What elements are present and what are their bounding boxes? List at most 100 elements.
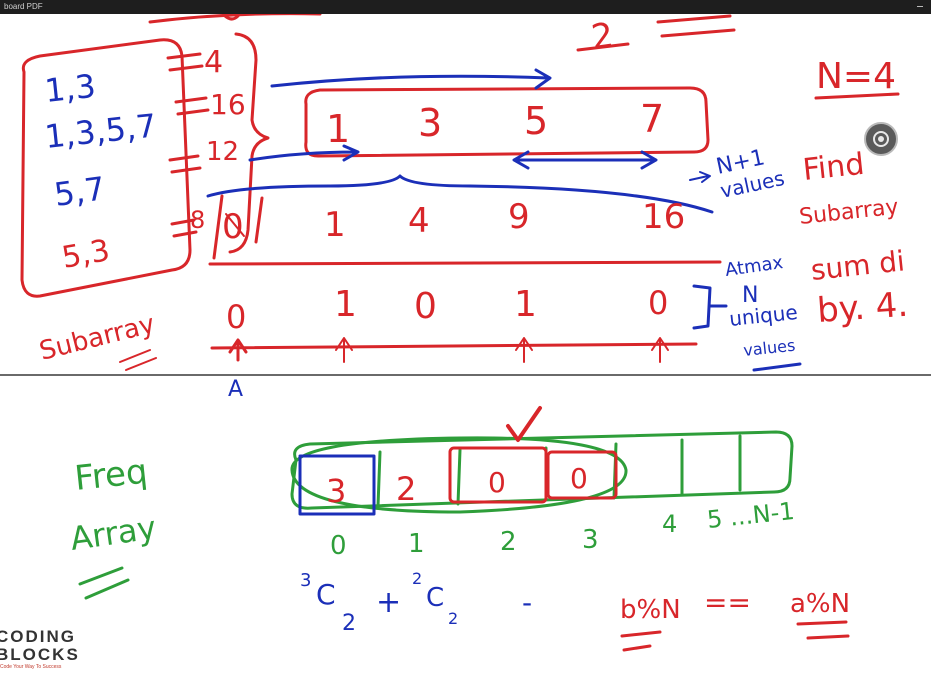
bmod-underline [620, 630, 662, 652]
underline-2 [576, 42, 630, 52]
top-stroke-2 [223, 14, 240, 21]
freq-index-3: 3 [582, 525, 599, 555]
find-by-4: by. 4. [816, 285, 909, 331]
sum-4: 4 [204, 45, 223, 80]
plus-sign: + [376, 585, 401, 620]
top-stroke [148, 14, 322, 24]
prefix-9: 9 [508, 197, 530, 237]
freq-label: Freq [73, 452, 150, 499]
subarray-2: 1,3,5,7 [43, 106, 158, 155]
prefix-4: 4 [408, 201, 430, 241]
logo-tagline: Code Your Way To Success [0, 664, 62, 670]
array-value-3: 3 [418, 101, 442, 145]
combo-1-base: C [316, 578, 336, 611]
n-underline [814, 92, 900, 100]
pointer-axis [210, 342, 698, 350]
mod-0b: 0 [414, 286, 437, 327]
array-value-7: 7 [640, 97, 664, 141]
eq-sign-2 [174, 96, 210, 116]
check-mark-icon [506, 406, 542, 442]
curly-brace [228, 32, 270, 254]
b-mod-n: b%N [620, 595, 681, 625]
pointer-arrow-4 [651, 337, 669, 363]
freq-index-0: 0 [330, 531, 347, 561]
freq-cell-3: 0 [570, 462, 588, 495]
logo-line-2: BLOCKS [0, 645, 80, 664]
combo-2-sup: 2 [412, 569, 422, 588]
freq-cell-1: 2 [396, 470, 416, 508]
title-bar: board PDF [0, 0, 931, 14]
blue-arrow-top [270, 68, 552, 90]
array-label: Array [68, 508, 159, 558]
atmost-n: N [742, 283, 758, 308]
prefix-underline [208, 260, 722, 266]
combo-2-sub: 2 [448, 609, 458, 628]
n-equals-label: N=4 [816, 56, 896, 97]
freq-underline [78, 566, 130, 600]
logo-line-1: CODING [0, 627, 76, 646]
scribble-2: 2 [589, 15, 616, 58]
sum-16: 16 [210, 88, 246, 121]
combo-2-base: C [426, 583, 444, 613]
mod-0: 0 [226, 298, 246, 336]
freq-index-2: 2 [500, 527, 517, 557]
gear-ring [873, 131, 889, 147]
eq-sign-1 [166, 52, 204, 72]
subarray-box [20, 38, 192, 298]
freq-cell-2: 0 [488, 466, 506, 499]
prefix-zero-slash [225, 213, 245, 237]
whiteboard-canvas[interactable]: 2 N=4 1,3 1,3,5,7 5,7 5,3 4 16 12 8 1 3 … [0, 14, 931, 674]
prefix-0: 0 [222, 207, 244, 247]
subarray-side-label: Subarray [36, 309, 157, 367]
blue-double-arrow [512, 150, 658, 170]
equals-sign: == [704, 586, 751, 619]
freq-circle [290, 436, 628, 514]
mod-1: 1 [334, 284, 357, 325]
pointer-arrow-3 [515, 337, 533, 363]
atmost-values: values [742, 336, 796, 360]
amod-underline [796, 620, 850, 640]
values-underline [752, 362, 802, 372]
subarray-4: 5,3 [59, 233, 112, 276]
sum-8: 8 [190, 206, 205, 234]
find-label: Find [801, 147, 866, 188]
subarray-underline [119, 349, 157, 371]
prefix-box-left [212, 194, 264, 260]
mod-bracket [692, 284, 728, 330]
freq-cell-3-highlight [546, 450, 618, 500]
freq-cell-0-highlight [298, 454, 376, 516]
pointer-arrow-1 [335, 337, 353, 363]
array-value-5: 5 [524, 99, 548, 143]
prefix-16: 16 [642, 197, 685, 237]
gear-center [878, 136, 884, 142]
freq-cell-2-highlight [448, 446, 548, 504]
freq-index-4: 4 [662, 510, 677, 538]
find-sum-div: sum di [809, 244, 906, 287]
canvas-divider [0, 374, 931, 376]
eq-sign-3 [168, 154, 202, 174]
array-value-1: 1 [326, 107, 350, 151]
freq-cell-0: 3 [326, 472, 346, 510]
find-subarray: Subarray [798, 195, 900, 230]
sum-12: 12 [206, 137, 239, 167]
freq-index-1: 1 [408, 529, 425, 559]
blue-small-arrow [689, 171, 711, 183]
combo-1-sup: 3 [300, 570, 311, 591]
atmost-unique: unique [728, 300, 799, 331]
subarray-1: 1,3 [43, 67, 98, 110]
window-title: board PDF [4, 2, 43, 11]
atmost-label: Atmax [724, 252, 785, 281]
mod-0c: 0 [648, 284, 668, 322]
subarray-3: 5,7 [52, 169, 108, 214]
pointer-label: A [228, 377, 243, 402]
combo-1-sub: 2 [342, 611, 356, 636]
minus-sign: - [522, 586, 532, 619]
minimize-icon[interactable] [917, 6, 923, 7]
settings-gear-icon[interactable] [864, 122, 898, 156]
equal-top-1 [656, 14, 736, 38]
freq-index-5: 5 ...N-1 [706, 497, 796, 534]
prefix-1: 1 [324, 205, 346, 245]
coding-blocks-logo: CODING BLOCKS Code Your Way To Success [0, 626, 100, 672]
mod-1b: 1 [514, 284, 537, 325]
a-mod-n: a%N [790, 589, 850, 619]
